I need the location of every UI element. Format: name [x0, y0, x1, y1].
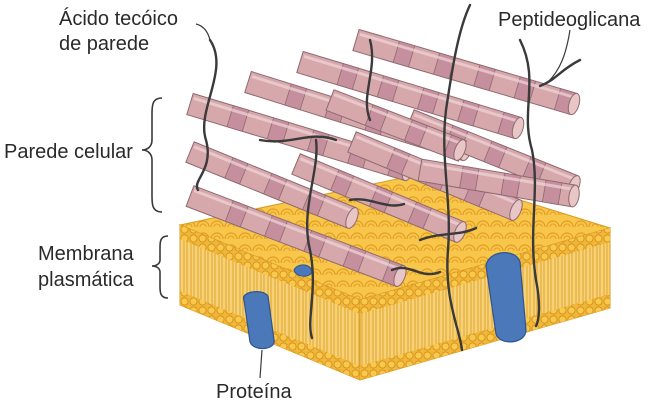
cell-wall-label: Parede celular — [4, 141, 133, 163]
protein-right — [485, 252, 527, 343]
teichoic-strand — [418, 226, 478, 242]
teichoic-acid-strands — [195, 3, 582, 352]
teichoic-strand — [390, 266, 442, 276]
protein-left — [243, 291, 275, 350]
teichoic-strand — [258, 135, 338, 143]
plasma-membrane-label-line2: plasmática — [38, 269, 134, 291]
leader-lines — [195, 23, 571, 379]
peptidoglycan-strand — [185, 141, 359, 229]
teichoic-strand — [538, 58, 582, 88]
peptidoglycan-strand — [325, 89, 468, 162]
peptidoglycan-strand — [296, 50, 525, 140]
leader-peptidoglycan — [547, 29, 571, 83]
protein-small — [293, 264, 313, 277]
protein-label: Proteína — [216, 381, 292, 403]
teichoic-strand — [365, 38, 374, 122]
plasma-membrane-label-line1: Membrana — [38, 243, 134, 265]
teichoic-strand — [195, 38, 218, 192]
teichoic-strand — [305, 138, 318, 340]
leader-teichoic — [195, 23, 211, 41]
leader-protein — [259, 349, 263, 379]
teichoic-strand — [518, 38, 541, 328]
membrane-bracket-icon — [151, 235, 169, 299]
teichoic-strand — [443, 3, 472, 352]
cell-wall-bracket-icon — [141, 97, 163, 213]
peptidoglycan-label: Peptideoglicana — [498, 9, 641, 31]
membrane-proteins — [243, 252, 527, 350]
peptidoglycan-strand — [291, 153, 467, 243]
teichoic-acid-label-line1: Ácido tecóico — [59, 8, 178, 30]
teichoic-acid-label-line2: de parede — [59, 33, 150, 55]
teichoic-strand — [348, 198, 406, 207]
